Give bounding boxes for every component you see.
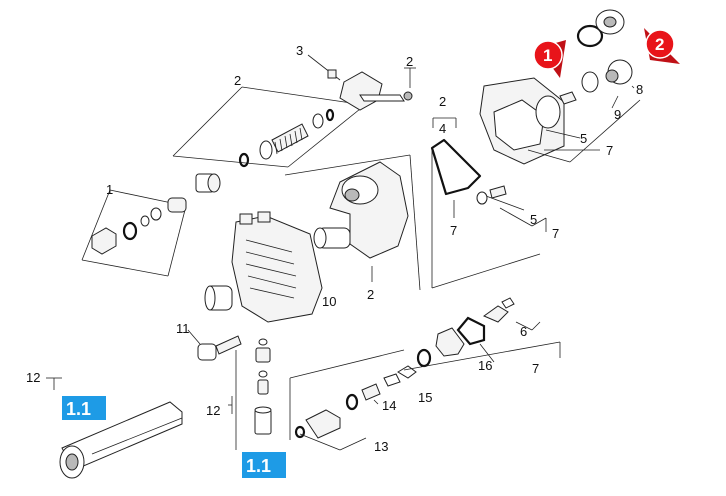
- valve-assembly-bottom-right: [397, 150, 561, 379]
- bracket-part-3: [307, 54, 413, 111]
- callout-4: 4: [439, 121, 446, 136]
- marker-1: 1: [533, 40, 566, 78]
- callout-15: 15: [418, 390, 432, 405]
- badge-1-1-lance: 1.1: [62, 396, 106, 420]
- callout-2-screw: 2: [406, 54, 413, 69]
- callout-7-top: 7: [606, 143, 613, 158]
- callout-7-mid: 7: [552, 226, 559, 241]
- callout-2-gasket: 2: [439, 94, 446, 109]
- svg-text:1: 1: [543, 46, 552, 65]
- callout-9: 9: [614, 107, 621, 122]
- pump-housing-part-2: [284, 154, 421, 291]
- callout-11: 11: [176, 321, 190, 336]
- callout-16: 16: [478, 358, 492, 373]
- svg-text:2: 2: [655, 35, 664, 54]
- callout-5-mid: 5: [530, 212, 537, 227]
- callout-13: 13: [374, 439, 388, 454]
- lance-part-12: [46, 377, 183, 479]
- callout-10: 10: [322, 294, 336, 309]
- leader-brackets-right: [476, 99, 641, 232]
- head-manifold-part-10: [204, 211, 323, 323]
- gasket-part-4: [430, 117, 482, 218]
- callout-12-center: 12: [206, 403, 220, 418]
- callout-7-bottom: 7: [532, 361, 539, 376]
- seal-kit-top: [172, 86, 366, 193]
- marker-2: 2: [644, 28, 680, 64]
- cover-assembly-right: [479, 9, 635, 165]
- callout-labels: 1 2 3 2 2 4 7 2 10 11 12 12 13 14 15 16 …: [26, 43, 643, 454]
- callout-5-top: 5: [580, 131, 587, 146]
- callout-3: 3: [296, 43, 303, 58]
- screw-part-2: [404, 67, 416, 88]
- badge-1-1-stack: 1.1: [242, 452, 286, 478]
- callout-8: 8: [636, 82, 643, 97]
- svg-text:1.1: 1.1: [66, 399, 91, 419]
- callout-7-gasket: 7: [450, 223, 457, 238]
- bolt-part-11: [187, 329, 242, 361]
- callout-12-left: 12: [26, 370, 40, 385]
- callout-1: 1: [106, 182, 113, 197]
- callout-6: 6: [520, 324, 527, 339]
- callout-14: 14: [382, 398, 396, 413]
- svg-text:1.1: 1.1: [246, 456, 271, 476]
- callout-2-top: 2: [234, 73, 241, 88]
- callout-2-housing: 2: [367, 287, 374, 302]
- valve-assembly-1: [81, 189, 187, 277]
- piston-stack-part-12: [228, 338, 272, 450]
- valve-assembly-bottom: [289, 349, 405, 451]
